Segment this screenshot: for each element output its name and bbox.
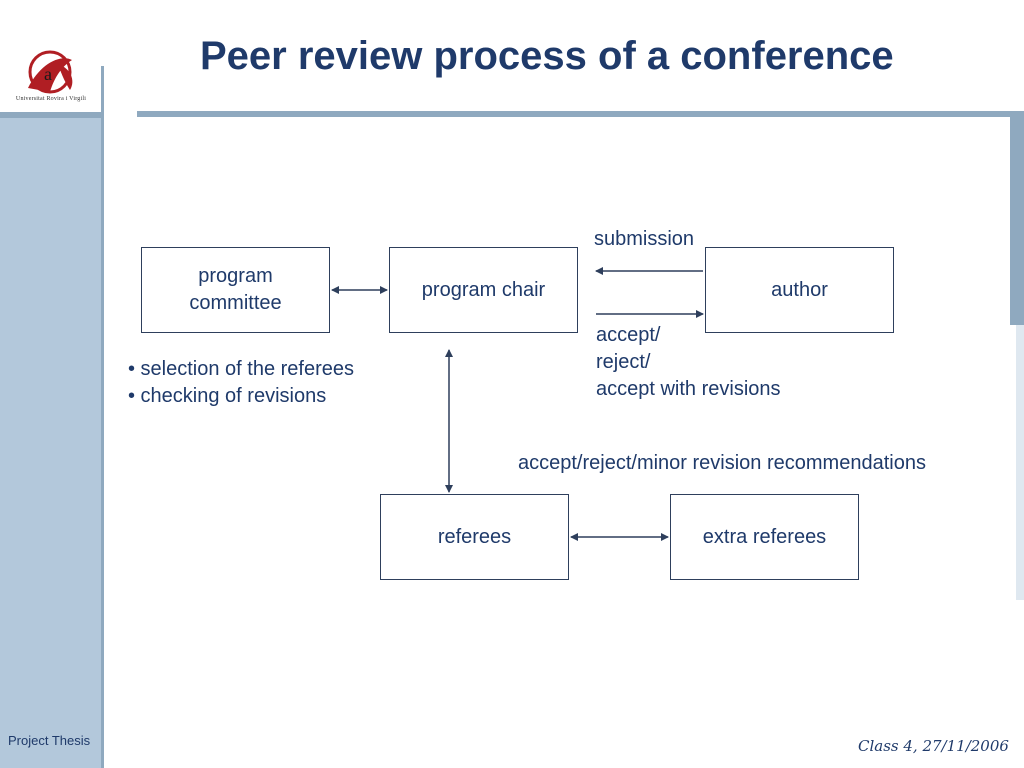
decision-label-line1: accept/ <box>596 324 661 346</box>
right-accent-bar-light <box>1016 325 1024 600</box>
slide-title: Peer review process of a conference <box>200 34 894 78</box>
decision-label-line3: accept with revisions <box>596 378 781 400</box>
node-extra-referees: extra referees <box>670 494 859 580</box>
node-label: extra referees <box>702 525 827 548</box>
sidebar-edge <box>101 66 104 768</box>
right-accent-bar <box>1010 111 1024 325</box>
bullet-item: • selection of the referees <box>128 358 355 380</box>
title-rule <box>137 111 1010 117</box>
submission-label: submission <box>594 228 695 250</box>
node-label: author <box>771 278 828 301</box>
decision-label-line2: reject/ <box>596 351 651 373</box>
bullet-item: • checking of revisions <box>128 385 327 407</box>
node-label: referees <box>437 525 512 548</box>
logo-caption: Universitat Rovira i Virgili <box>15 96 87 102</box>
sidebar-top-rule <box>0 112 103 118</box>
left-sidebar <box>0 118 103 768</box>
node-label: program committee <box>189 265 282 314</box>
footer-project-label: Project Thesis <box>8 733 91 748</box>
university-logo: a <box>28 50 73 94</box>
footer-class-date: Class 4, 27/11/2006 <box>858 737 1009 755</box>
node-program-committee: program committee <box>141 247 330 333</box>
node-label: program chair <box>421 278 546 301</box>
svg-text:a: a <box>44 64 52 84</box>
recommendations-label: accept/reject/minor revision recommendat… <box>518 452 926 474</box>
node-program-chair: program chair <box>389 247 578 333</box>
node-referees: referees <box>380 494 569 580</box>
node-author: author <box>705 247 894 333</box>
